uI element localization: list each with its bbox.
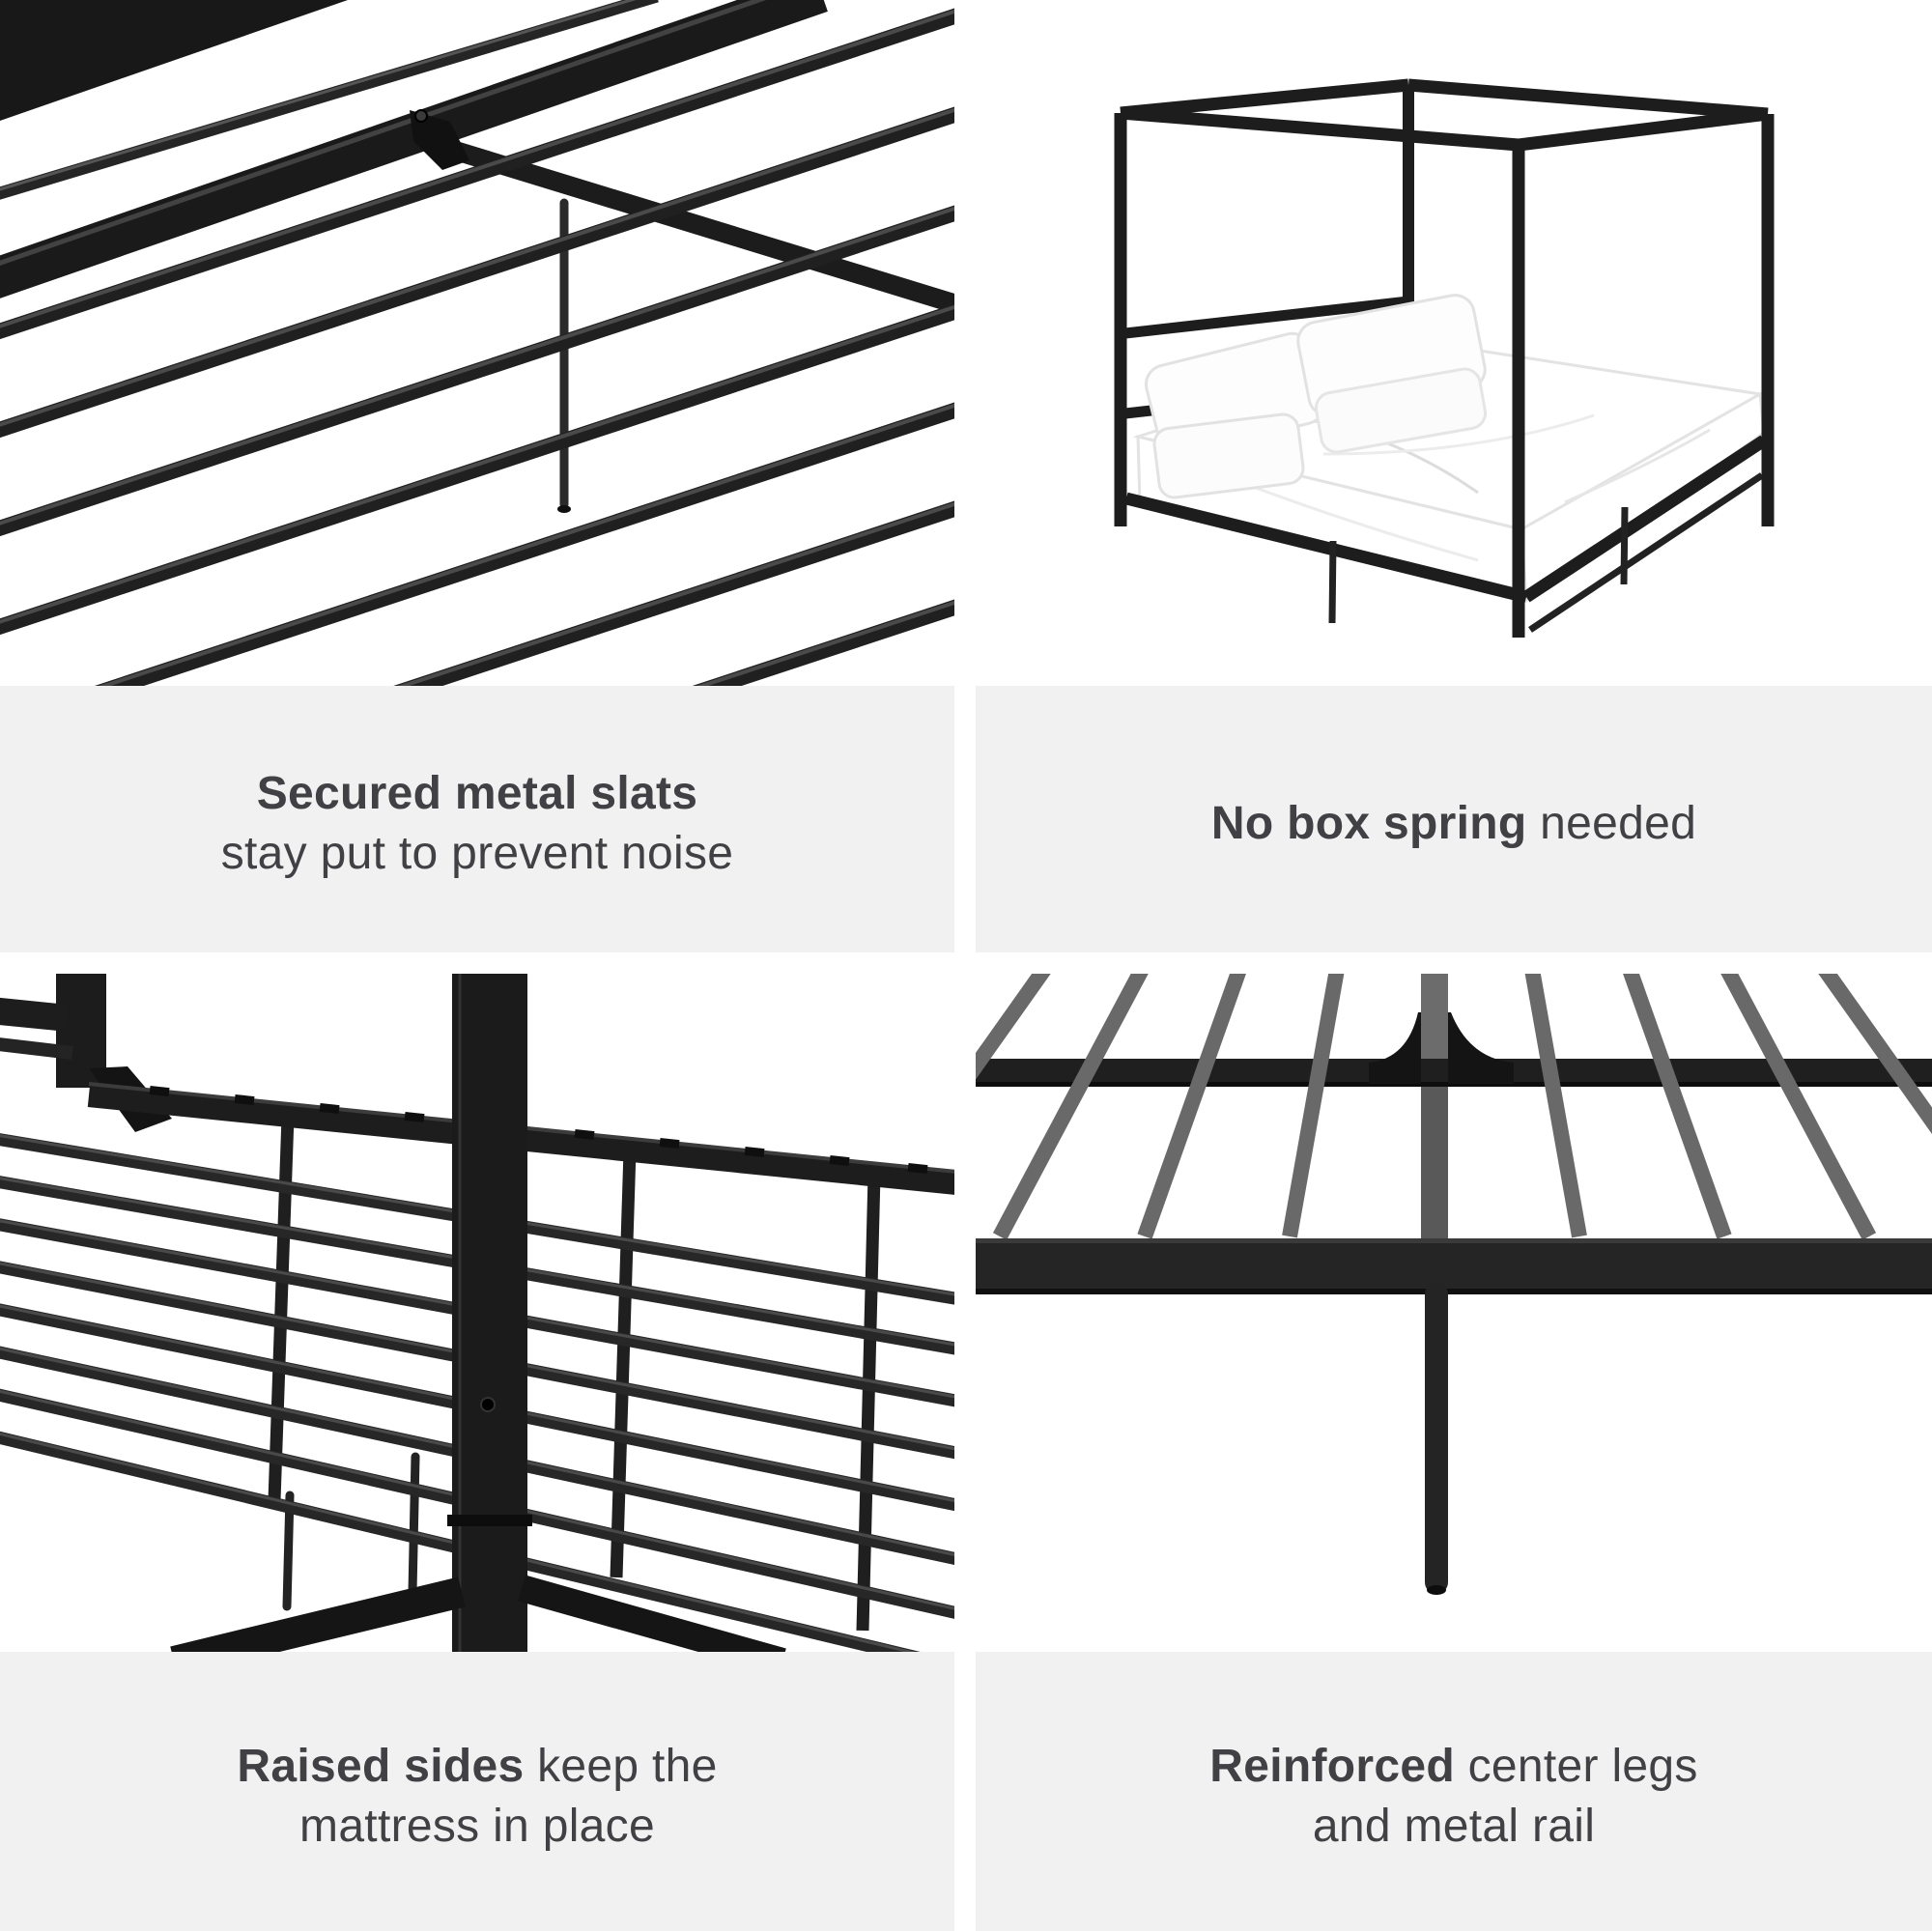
side-rail	[0, 0, 828, 298]
near-side-rails	[170, 1575, 786, 1652]
slats-closeup-illustration	[0, 0, 954, 686]
feature-card-reinforced-center: Reinforced center legs and metal rail	[976, 974, 1932, 1931]
front-rail	[976, 1238, 1932, 1294]
caption-line-2: stay put to prevent noise	[220, 828, 734, 879]
feature-card-no-box-spring: No box spring needed	[976, 0, 1932, 952]
corner-post	[447, 974, 532, 1652]
feature-card-secured-slats: Secured metal slats stay put to prevent …	[0, 0, 954, 952]
center-rail-illustration	[976, 974, 1932, 1652]
rail-bracket	[1369, 1012, 1514, 1084]
product-photo-frame-corner	[0, 974, 954, 1652]
frame-corner-illustration	[0, 974, 954, 1652]
caption-line-1: No box spring needed	[1210, 798, 1697, 849]
bed-frame-rails	[1124, 435, 1768, 633]
caption-secured-slats: Secured metal slats stay put to prevent …	[0, 686, 954, 952]
corner-rail-piece	[0, 0, 348, 121]
metal-slats	[0, 0, 954, 686]
product-photo-slats-closeup	[0, 0, 954, 686]
slats	[976, 974, 1932, 1240]
headboard-corner-assembly	[0, 974, 172, 1132]
slat-bracket	[410, 109, 469, 170]
product-photo-canopy-bed	[976, 0, 1932, 686]
center-support-rail	[434, 135, 954, 314]
center-leg	[557, 198, 571, 513]
caption-line-2: and metal rail	[1312, 1800, 1596, 1852]
caption-line-1: Reinforced center legs	[1209, 1740, 1698, 1792]
canopy-posts	[1114, 113, 1775, 638]
caption-raised-sides: Raised sides keep the mattress in place	[0, 1652, 954, 1931]
center-support-legs	[1328, 506, 1629, 624]
caption-no-box-spring: No box spring needed	[976, 686, 1932, 952]
product-photo-center-rail	[976, 974, 1932, 1652]
feature-card-raised-sides: Raised sides keep the mattress in place	[0, 974, 954, 1931]
caption-line-1: Raised sides keep the	[237, 1740, 718, 1792]
pillows	[1144, 294, 1488, 499]
slat-runners	[268, 1116, 881, 1632]
reinforced-center-leg	[1425, 1283, 1448, 1595]
caption-line-2: mattress in place	[299, 1800, 655, 1852]
center-legs	[282, 1452, 420, 1611]
caption-reinforced-center: Reinforced center legs and metal rail	[976, 1652, 1932, 1931]
canopy-top-frame	[1120, 78, 1769, 152]
center-metal-rail	[1421, 974, 1448, 1241]
caption-line-1: Secured metal slats	[256, 768, 698, 819]
canopy-bed-illustration	[976, 0, 1932, 686]
